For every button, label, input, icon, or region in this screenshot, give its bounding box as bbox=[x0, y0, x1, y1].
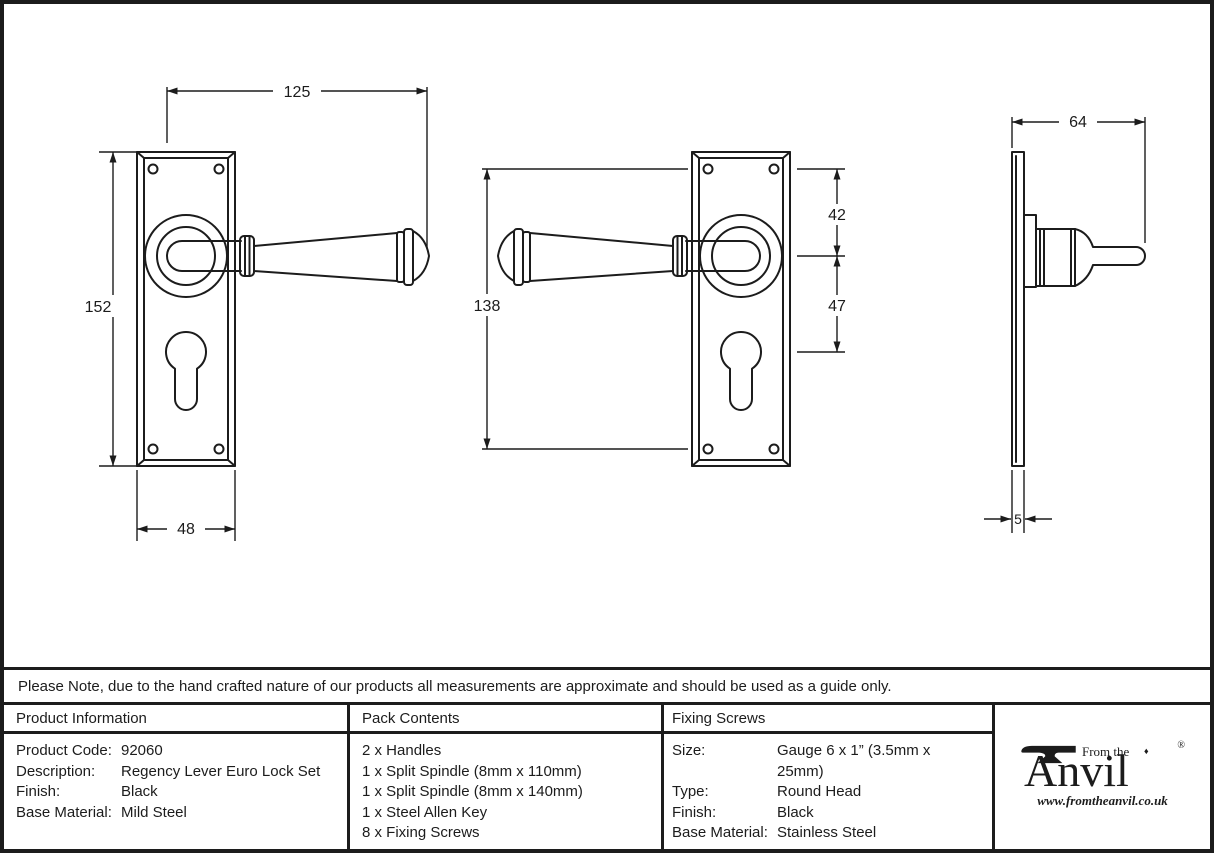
pack-contents-body: 2 x Handles 1 x Split Spindle (8mm x 110… bbox=[350, 734, 661, 849]
row-label: Base Material: bbox=[16, 803, 112, 821]
table-row: Base Material: Mild Steel bbox=[16, 803, 335, 824]
logo-initial: A bbox=[1024, 745, 1058, 796]
table-row: Description: Regency Lever Euro Lock Set bbox=[16, 762, 335, 783]
side-view bbox=[1011, 151, 1146, 467]
diamond-icon: ♦ bbox=[1144, 746, 1149, 756]
pack-contents-header: Pack Contents bbox=[350, 705, 661, 734]
registered-mark: ® bbox=[1177, 740, 1185, 751]
fixing-screws-column: Fixing Screws Size: Gauge 6 x 1” (3.5mm … bbox=[664, 705, 995, 849]
row-value: Regency Lever Euro Lock Set bbox=[121, 762, 321, 780]
dim-fixing-centres: 138 bbox=[474, 298, 501, 315]
table-row: Size: Gauge 6 x 1” (3.5mm x 25mm) bbox=[672, 741, 980, 782]
front-view-lever-right bbox=[136, 151, 430, 467]
list-item: 1 x Steel Allen Key bbox=[362, 803, 488, 821]
rose bbox=[144, 214, 228, 298]
dim-plate-thickness: 5 bbox=[1014, 511, 1022, 527]
row-value: Black bbox=[121, 783, 158, 800]
dim-plate-width: 48 bbox=[177, 521, 195, 538]
table-row: Type: Round Head bbox=[672, 782, 980, 803]
row-label: Product Code: bbox=[16, 742, 112, 759]
rose-side bbox=[1023, 214, 1037, 288]
row-value: Round Head bbox=[777, 783, 862, 800]
logo-wordmark: Anvil bbox=[1024, 748, 1129, 794]
dimension-annotations: 125 152 48 138 42 47 bbox=[80, 81, 1146, 541]
table-row: Base Material: Stainless Steel bbox=[672, 823, 980, 844]
fixing-screws-body: Size: Gauge 6 x 1” (3.5mm x 25mm) Type: … bbox=[664, 734, 992, 849]
dim-spindle-to-cylinder: 47 bbox=[828, 298, 846, 315]
rose bbox=[699, 214, 783, 298]
logo-website-url: www.fromtheanvil.co.uk bbox=[1037, 793, 1168, 808]
table-row: Product Code: 92060 bbox=[16, 741, 335, 762]
dim-projection: 64 bbox=[1069, 114, 1087, 131]
row-value: 92060 bbox=[121, 742, 163, 759]
row-label: Base Material: bbox=[672, 824, 768, 841]
fixing-screw-holes bbox=[702, 163, 780, 455]
technical-drawing-area: 125 152 48 138 42 47 bbox=[4, 4, 1210, 670]
list-item: 1 x Split Spindle (8mm x 110mm) bbox=[362, 762, 582, 780]
product-information-body: Product Code: 92060 Description: Regency… bbox=[4, 734, 347, 849]
lever-lock-drawing: 125 152 48 138 42 47 bbox=[80, 81, 1146, 541]
measurement-note-bar: Please Note, due to the hand crafted nat… bbox=[4, 670, 1210, 705]
row-label: Finish: bbox=[672, 803, 717, 821]
from-the-anvil-logo: From the ♦ ® Anvil www.fromtheanvil.co.u… bbox=[1020, 740, 1185, 810]
brand-logo-cell: From the ♦ ® Anvil www.fromtheanvil.co.u… bbox=[995, 705, 1210, 849]
logo-tagline: From the bbox=[1082, 744, 1130, 759]
table-row: Finish: Black bbox=[16, 782, 335, 803]
row-value: Black bbox=[777, 803, 814, 821]
row-label: Size: bbox=[672, 742, 706, 759]
anvil-icon bbox=[1021, 745, 1076, 764]
table-row: Finish: Black bbox=[672, 803, 980, 824]
front-view-lever-left bbox=[497, 151, 791, 467]
fixing-screw-holes bbox=[147, 163, 225, 455]
row-value: Stainless Steel bbox=[777, 824, 877, 841]
dim-top-to-spindle: 42 bbox=[828, 207, 846, 224]
fixing-screws-header: Fixing Screws bbox=[664, 705, 992, 734]
specification-table: Product Information Product Code: 92060 … bbox=[4, 705, 1210, 849]
list-item: 2 x Handles bbox=[362, 742, 442, 759]
row-label: Finish: bbox=[16, 783, 61, 800]
row-label: Description: bbox=[16, 762, 96, 780]
product-information-header: Product Information bbox=[4, 705, 347, 734]
lever-side bbox=[1035, 228, 1146, 287]
lever-handle bbox=[497, 228, 761, 286]
row-label: Type: bbox=[672, 783, 709, 800]
backplate-edge bbox=[1011, 151, 1025, 467]
pack-contents-column: Pack Contents 2 x Handles 1 x Split Spin… bbox=[350, 705, 664, 849]
product-information-column: Product Information Product Code: 92060 … bbox=[4, 705, 350, 849]
dim-plate-height: 152 bbox=[85, 299, 112, 316]
backplate bbox=[136, 151, 236, 467]
lever-handle bbox=[166, 228, 430, 286]
list-item: 8 x Fixing Screws bbox=[362, 824, 480, 841]
euro-cylinder-keyhole bbox=[720, 331, 762, 411]
row-value: Gauge 6 x 1” (3.5mm x 25mm) bbox=[777, 742, 931, 780]
row-value: Mild Steel bbox=[121, 803, 187, 821]
backplate bbox=[691, 151, 791, 467]
euro-cylinder-keyhole bbox=[165, 331, 207, 411]
logo-word-rest: nvil bbox=[1057, 745, 1129, 796]
list-item: 1 x Split Spindle (8mm x 140mm) bbox=[362, 783, 583, 800]
measurement-note-text: Please Note, due to the hand crafted nat… bbox=[18, 677, 892, 695]
dim-lever-length: 125 bbox=[284, 84, 311, 101]
